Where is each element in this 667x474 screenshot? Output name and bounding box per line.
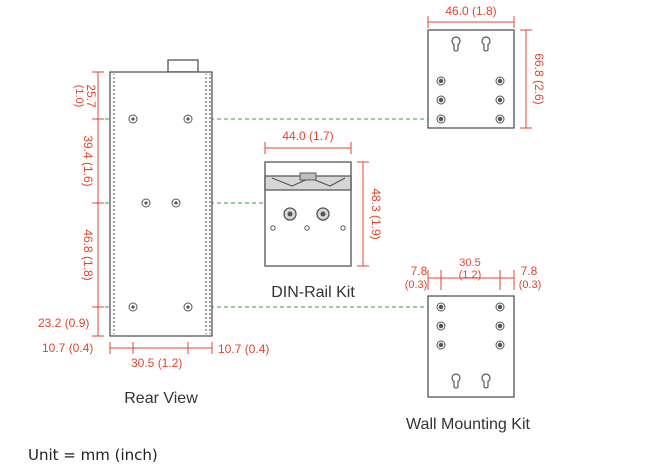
mount-hole (128, 114, 138, 124)
mount-hole (183, 114, 193, 124)
mount-hole (436, 76, 446, 86)
rear-horizontal-dimensions (109, 342, 213, 354)
dim-rear-right-offset: 10.7 (0.4) (218, 342, 269, 356)
wall-top-dimensions (427, 16, 532, 129)
mount-hole (495, 76, 505, 86)
dim-wall-width: 46.0 (1.8) (445, 4, 496, 18)
dim-rear-middle: 46.8 (1.8) (81, 229, 95, 280)
dim-rear-left-offset: 10.7 (0.4) (42, 341, 93, 355)
din-rail-dimensions (264, 142, 369, 267)
wall-kit-bottom-drawing (427, 295, 515, 398)
rear-view-drawing (109, 59, 213, 337)
mount-hole (436, 321, 446, 331)
mount-hole (141, 198, 151, 208)
dim-rear-top-inch: (1.0) (73, 85, 85, 108)
mount-hole (171, 198, 181, 208)
mount-hole (436, 114, 446, 124)
dim-wall-right-mm: 7.8 (521, 264, 538, 278)
din-rail-clip (264, 175, 352, 191)
left-fins (111, 74, 117, 334)
dim-wall-mid-mm: 30.5 (459, 257, 480, 269)
dim-rear-top: 25.7 (84, 84, 98, 108)
dim-wall-right-inch: (0.3) (519, 279, 542, 291)
dim-wall-left-mm: 7.8 (411, 264, 428, 278)
unit-note: Unit = mm (inch) (28, 446, 158, 464)
din-screw (316, 207, 330, 221)
dim-wall-height: 66.8 (2.6) (532, 53, 546, 104)
mount-hole (183, 302, 193, 312)
mount-hole (128, 302, 138, 312)
right-fins (205, 74, 211, 334)
dim-wall-mid-inch: (1.2) (459, 269, 482, 281)
rear-view-body (109, 71, 213, 337)
dim-din-height: 48.3 (1.9) (369, 188, 383, 239)
din-rail-caption: DIN-Rail Kit (271, 284, 355, 301)
mount-hole (495, 114, 505, 124)
mount-hole (495, 95, 505, 105)
wall-kit-caption: Wall Mounting Kit (406, 416, 530, 433)
mount-hole (495, 321, 505, 331)
wall-bottom-dimensions (427, 270, 515, 290)
mount-hole (436, 340, 446, 350)
din-rail-kit-drawing (264, 161, 352, 267)
top-connector (167, 59, 199, 73)
dim-din-width: 44.0 (1.7) (282, 129, 333, 143)
dim-rear-upper: 39.4 (1.6) (81, 135, 95, 186)
rear-view-caption: Rear View (124, 390, 198, 407)
din-screw (283, 207, 297, 221)
dim-rear-hole-spacing: 30.5 (1.2) (131, 356, 182, 370)
mount-hole (436, 95, 446, 105)
rear-vertical-dimensions (92, 71, 104, 337)
mount-hole (495, 302, 505, 312)
alignment-guides (98, 118, 428, 308)
wall-kit-top-drawing (427, 29, 515, 129)
dim-wall-left-inch: (0.3) (405, 279, 428, 291)
mount-hole (495, 340, 505, 350)
dim-rear-bottom: 23.2 (0.9) (38, 316, 89, 330)
mount-hole (436, 302, 446, 312)
